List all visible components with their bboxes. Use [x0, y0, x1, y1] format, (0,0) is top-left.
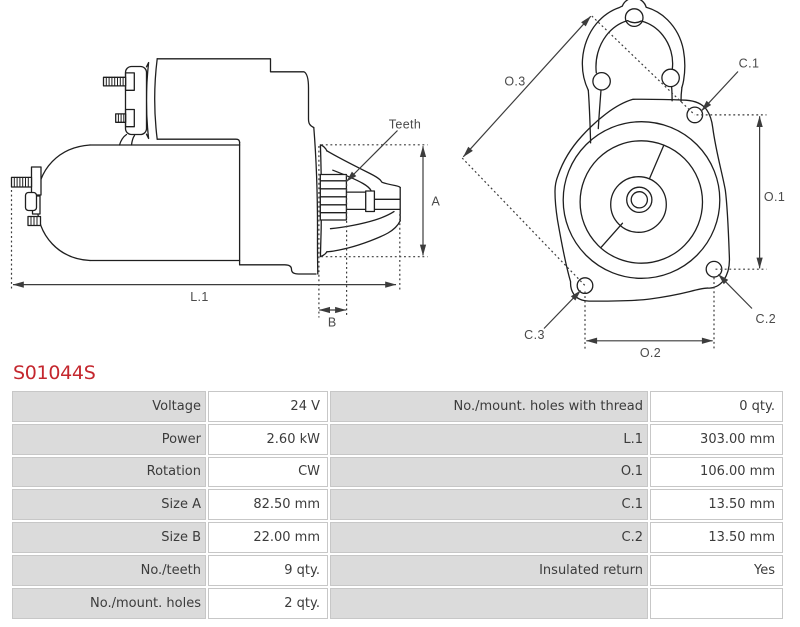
- front-view: [554, 0, 731, 302]
- spec-label: Insulated return: [330, 554, 648, 586]
- o3-ext-to-c3: [461, 157, 586, 287]
- side-view-dimensions: [10, 130, 428, 318]
- spec-row-power: Power 2.60 kW L.1 303.00 mm: [12, 423, 783, 455]
- spec-label: [330, 587, 648, 619]
- bell-inner-lower: [329, 210, 395, 230]
- solenoid-stud-top-nut: [124, 72, 135, 91]
- solenoid-bottom: [156, 138, 241, 144]
- spec-row-voltage: Voltage 24 V No./mount. holes with threa…: [12, 391, 783, 422]
- spec-label: O.1: [330, 456, 648, 488]
- front-view-dimensions: [461, 15, 767, 350]
- spec-value: [650, 587, 783, 619]
- solenoid-body: [156, 58, 315, 129]
- teeth-label: Teeth: [389, 118, 422, 132]
- solenoid-ear-left-edge: [597, 89, 602, 130]
- radial-line-upper: [648, 144, 665, 180]
- spec-label: C.2: [330, 522, 648, 553]
- lower-stud-threads: [30, 216, 38, 226]
- solenoid-ear-left-circle: [592, 71, 611, 91]
- o3-ext-to-c1: [591, 15, 696, 116]
- spec-label: L.1: [330, 423, 648, 455]
- spec-value: CW: [208, 456, 328, 488]
- starter-motor-drawing: Teeth L.1 A B: [10, 0, 785, 360]
- spec-label: No./teeth: [12, 554, 206, 586]
- shaft-nut: [365, 190, 376, 213]
- side-view: [10, 58, 401, 275]
- left-stud: [10, 176, 33, 188]
- o3-dim-line: [462, 15, 592, 158]
- spec-value: 303.00 mm: [650, 423, 783, 455]
- radial-line-lower: [600, 222, 624, 249]
- left-stud-threads: [13, 176, 29, 188]
- spec-row-size-a: Size A 82.50 mm C.1 13.50 mm: [12, 489, 783, 521]
- pinion-teeth-lines: [319, 180, 348, 214]
- solenoid-stud-bottom-threads: [117, 113, 125, 123]
- housing-inner-circle: [579, 140, 704, 264]
- spec-label: C.1: [330, 489, 648, 521]
- motor-left-cap: [36, 144, 91, 262]
- spec-label: Voltage: [12, 391, 206, 422]
- bell-outline: [326, 150, 401, 189]
- spec-value: 106.00 mm: [650, 456, 783, 488]
- spec-value: 2.60 kW: [208, 423, 328, 455]
- solenoid-silhouette-inner: [595, 19, 674, 74]
- solenoid-stud-top-threads: [105, 76, 124, 87]
- l1-label: L.1: [190, 290, 209, 304]
- b-label: B: [328, 316, 337, 330]
- motor-body: [89, 144, 241, 262]
- spec-row-teeth: No./teeth 9 qty. Insulated return Yes: [12, 554, 783, 586]
- mounting-flange: [554, 98, 731, 302]
- shaft-outer-circle: [626, 186, 653, 214]
- spec-value: 13.50 mm: [650, 489, 783, 521]
- flange-outer-arc: [313, 126, 319, 275]
- c3-label: C.3: [524, 328, 545, 342]
- spec-label: No./mount. holes with thread: [330, 391, 648, 422]
- bracket-foot: [238, 264, 317, 275]
- c2-label: C.2: [755, 312, 776, 326]
- solenoid-ring: [145, 58, 158, 140]
- a-label: A: [432, 195, 441, 209]
- spec-value: Yes: [650, 554, 783, 586]
- gear-housing-circle: [610, 176, 667, 233]
- solenoid-ear-right-circle: [661, 68, 680, 88]
- technical-drawings: Teeth L.1 A B: [10, 0, 785, 360]
- solenoid-silhouette-left-edge: [587, 89, 592, 144]
- solenoid-ear-right-edge: [670, 85, 673, 102]
- c2-leader: [717, 273, 753, 309]
- hole-c3: [576, 277, 594, 295]
- o2-label: O.2: [640, 346, 661, 360]
- spec-value: 2 qty.: [208, 587, 328, 619]
- c1-label: C.1: [739, 57, 760, 71]
- spec-label: Rotation: [12, 456, 206, 488]
- spec-table: Voltage 24 V No./mount. holes with threa…: [10, 389, 785, 621]
- spec-row-size-b: Size B 22.00 mm C.2 13.50 mm: [12, 522, 783, 553]
- spec-value: 82.50 mm: [208, 489, 328, 521]
- c1-leader: [701, 71, 739, 112]
- o3-label: O.3: [504, 75, 525, 89]
- spec-value: 22.00 mm: [208, 522, 328, 553]
- spec-row-rotation: Rotation CW O.1 106.00 mm: [12, 456, 783, 488]
- spec-label: Power: [12, 423, 206, 455]
- part-number: S01044S: [13, 362, 96, 384]
- housing-outer-circle: [562, 121, 721, 279]
- teeth-leader: [346, 130, 398, 182]
- spec-row-mount-holes: No./mount. holes 2 qty.: [12, 587, 783, 619]
- o1-label: O.1: [764, 190, 785, 204]
- shaft-inner-circle: [630, 191, 649, 209]
- fork-legs: [118, 133, 136, 146]
- c3-leader: [543, 290, 582, 329]
- spec-value: 24 V: [208, 391, 328, 422]
- spec-label: No./mount. holes: [12, 587, 206, 619]
- spec-label: Size B: [12, 522, 206, 553]
- solenoid-silhouette-right-edge: [680, 86, 683, 103]
- connector: [24, 191, 38, 212]
- solenoid-top-circle: [624, 8, 644, 28]
- spec-label: Size A: [12, 489, 206, 521]
- bell-lower-outline: [326, 220, 401, 253]
- solenoid-stud-bottom-nut: [124, 108, 135, 128]
- spec-value: 0 qty.: [650, 391, 783, 422]
- terminal-block: [30, 166, 42, 196]
- spec-value: 9 qty.: [208, 554, 328, 586]
- spec-value: 13.50 mm: [650, 522, 783, 553]
